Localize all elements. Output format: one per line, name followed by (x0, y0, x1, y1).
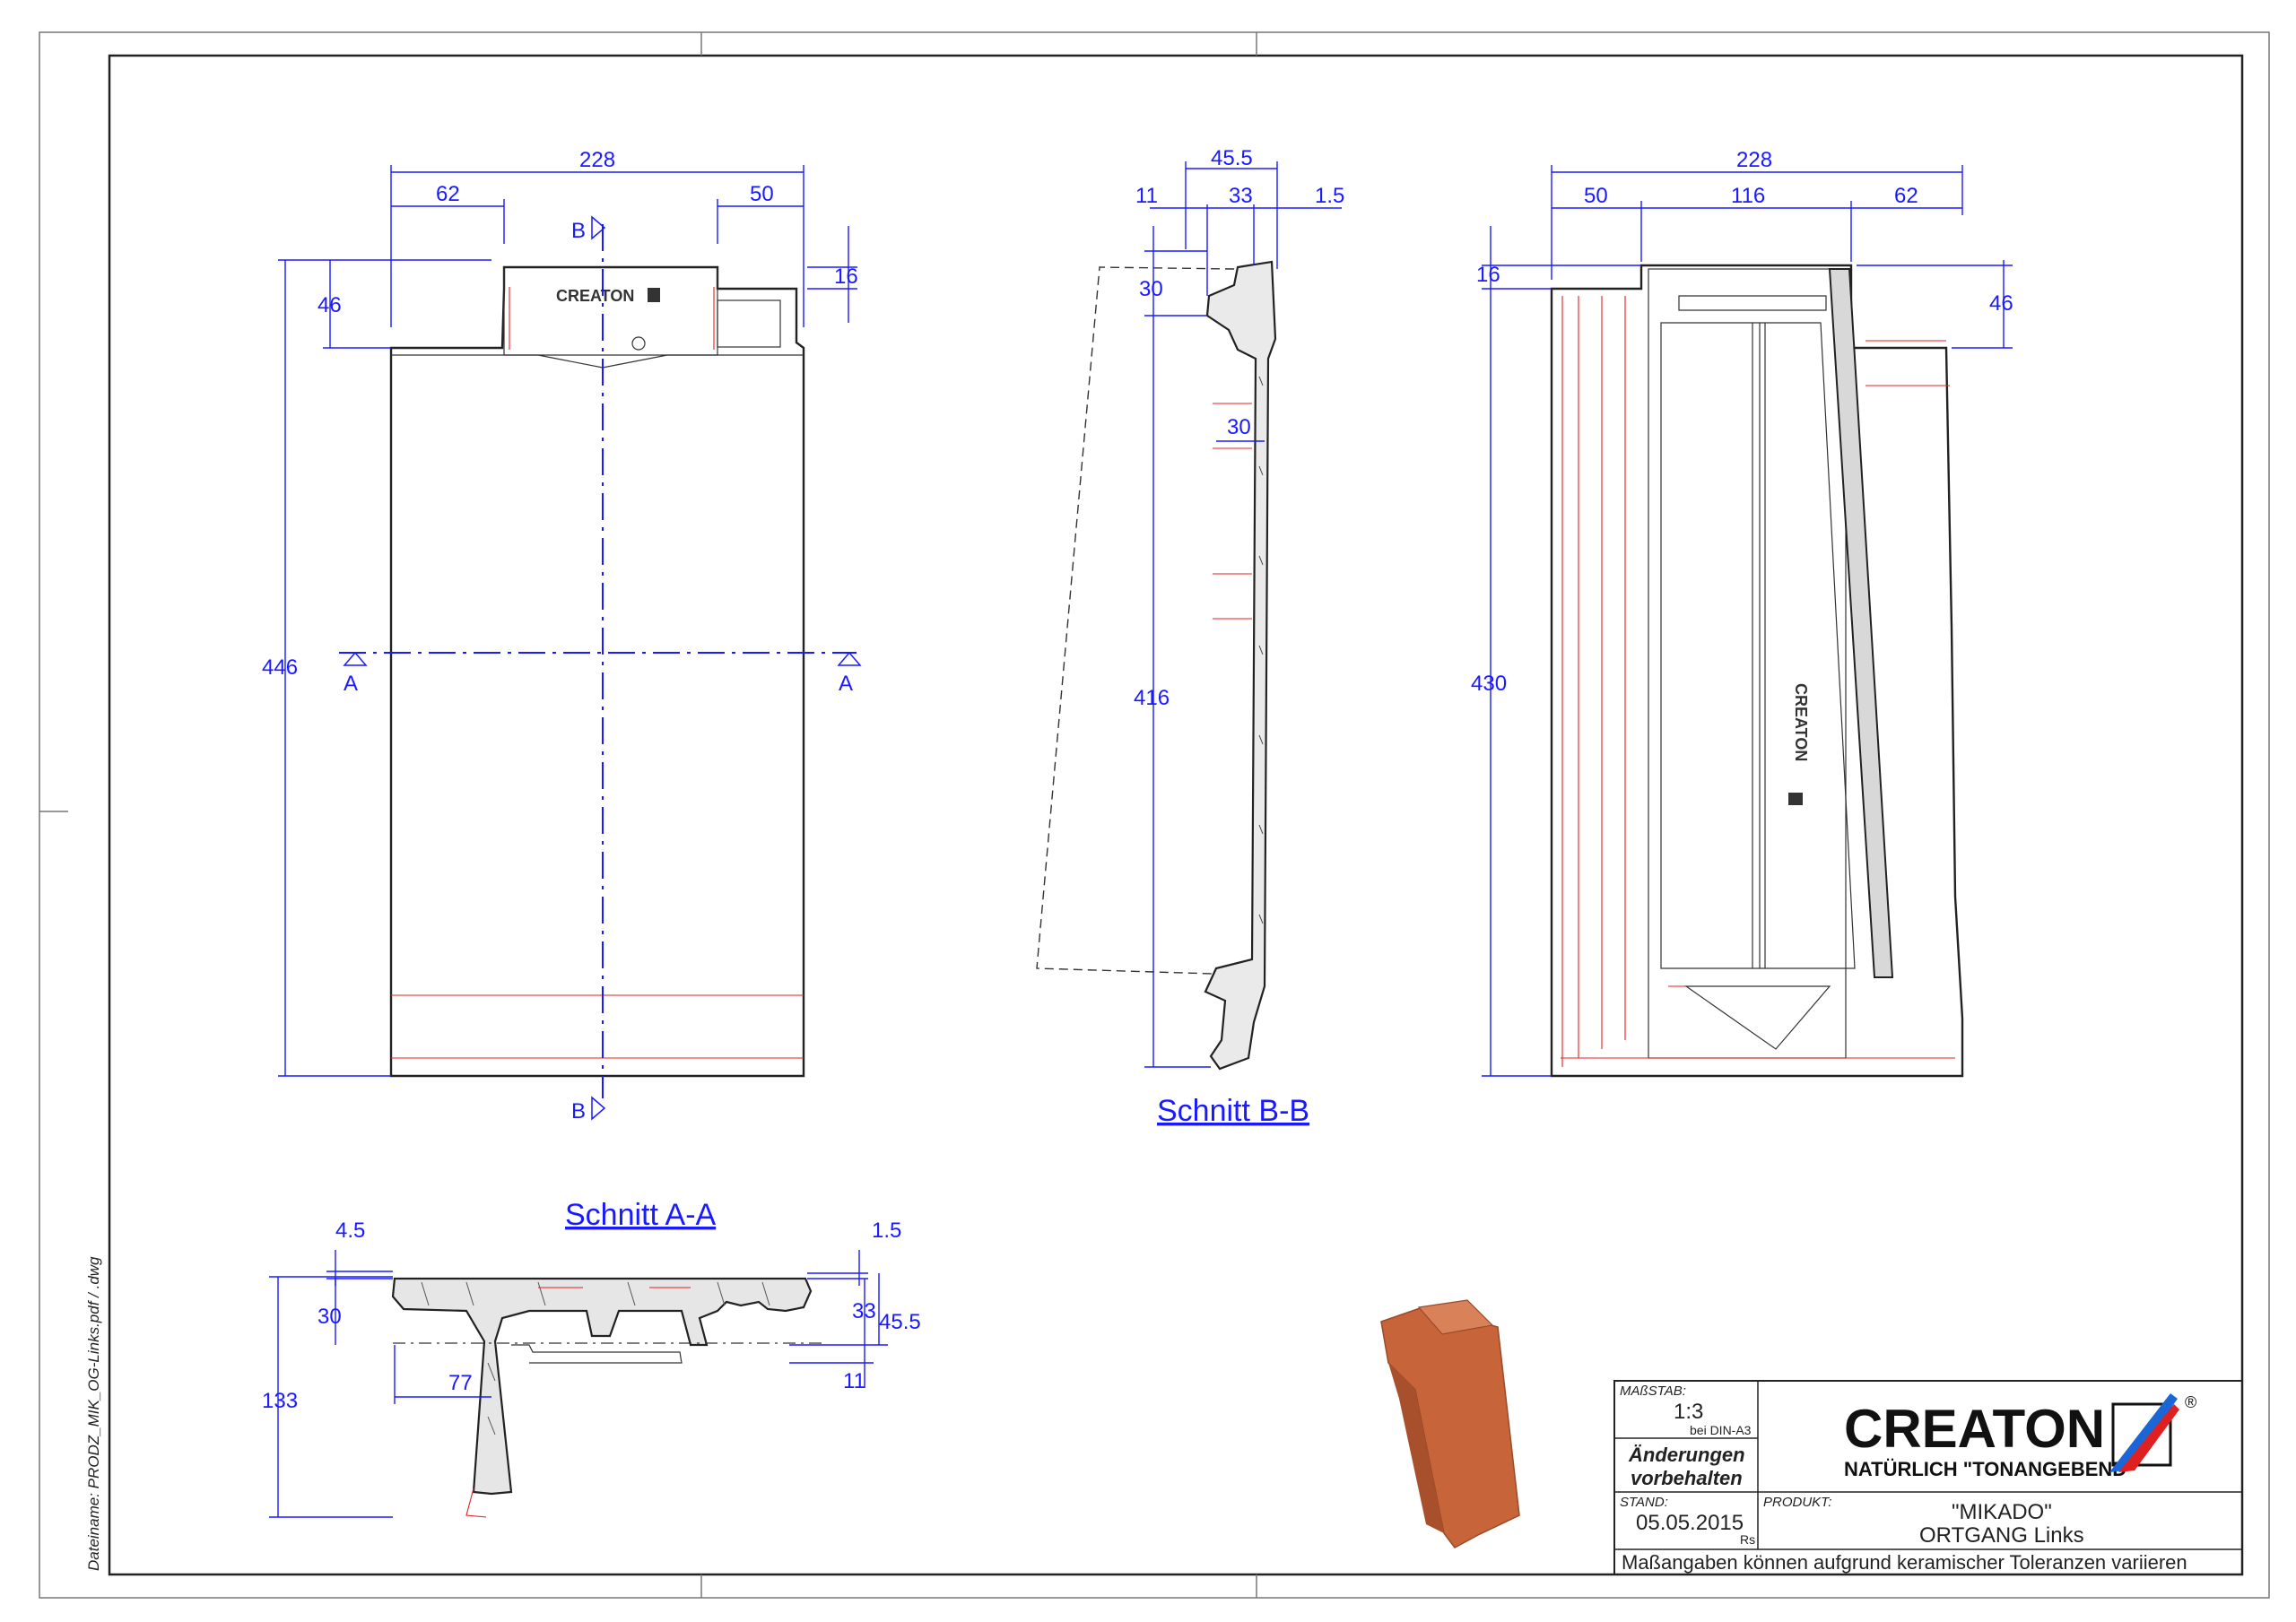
dim-aa-77: 77 (448, 1371, 473, 1395)
top-view-slot (717, 299, 781, 348)
tb-product-1: "MIKADO" (1952, 1500, 2052, 1524)
logo-mark (648, 288, 660, 302)
tb-brand: CREATON (1844, 1399, 2105, 1459)
tb-logo-swoosh (2118, 1404, 2179, 1472)
dim-bot-116: 116 (1731, 184, 1765, 208)
tb-slogan: NATÜRLICH "TONANGEBEND" (1844, 1458, 2136, 1480)
dim-bb-width: 45.5 (1211, 146, 1253, 170)
bottom-view-spine (1752, 323, 1761, 968)
section-mark-a-right: A (839, 672, 853, 696)
dim-bot-62: 62 (1894, 184, 1918, 208)
top-view-logo: CREATON (556, 287, 634, 305)
section-aa-view: Schnitt A-A 4.5 30 133 77 1.5 33 45.5 11 (262, 1198, 921, 1518)
tb-scale-note: bei DIN-A3 (1690, 1423, 1752, 1437)
section-aa-hatch (421, 1281, 770, 1436)
tile-body (1380, 1306, 1520, 1548)
section-mark-b-top: B (571, 219, 586, 243)
dim-aa-30: 30 (317, 1305, 342, 1329)
dim-bb-30: 30 (1139, 277, 1163, 301)
section-mark-a-left: A (344, 672, 358, 696)
bottom-view-outline (1550, 264, 1964, 1078)
bottom-view-logo: CREATON (1792, 683, 1810, 761)
bottom-view-triangle (1684, 985, 1831, 1050)
dim-bb-height: 416 (1134, 686, 1170, 710)
tb-registered: ® (2185, 1393, 2196, 1411)
section-mark-b-bottom: B (571, 1099, 586, 1123)
dim-aa-33: 33 (852, 1299, 876, 1323)
outer-frame (39, 31, 2270, 1599)
dim-aa-4-5: 4.5 (335, 1219, 365, 1243)
tb-product-2: ORTGANG Links (1919, 1523, 2084, 1548)
tb-scale-value: 1:3 (1674, 1400, 1703, 1424)
dim-bb-30-inner: 30 (1227, 415, 1251, 439)
bottom-view-red (1561, 296, 1955, 1067)
section-aa-underside (511, 1344, 683, 1364)
dim-top-46: 46 (317, 293, 342, 317)
dim-bot-50: 50 (1584, 184, 1608, 208)
section-bb-ribs (1213, 403, 1252, 620)
section-arrow (343, 651, 368, 666)
section-arrow (591, 1096, 606, 1121)
section-bb-view: 45.5 11 33 1.5 30 30 416 Schnitt B-B (1036, 146, 1344, 1128)
section-bb-hatch (1258, 376, 1264, 924)
section-bb-profile (1204, 260, 1277, 1071)
dim-aa-133: 133 (262, 1389, 298, 1413)
dim-aa-1-5: 1.5 (872, 1219, 901, 1243)
bottom-view-frame (1648, 268, 1847, 1059)
tile-head (1417, 1299, 1494, 1335)
dim-top-16: 16 (834, 265, 858, 289)
section-aa-red (465, 1287, 691, 1518)
tb-changes-2: vorbehalten (1631, 1467, 1743, 1489)
tb-stand-label: STAND: (1620, 1495, 1668, 1510)
filename-label: Dateiname: PRODZ_MIK_OG-Links.pdf / .dwg (85, 1256, 102, 1571)
section-bb-title: Schnitt B-B (1157, 1094, 1309, 1128)
tb-stand-initials: Rs (1740, 1532, 1755, 1547)
tb-logo-swoosh (2109, 1393, 2178, 1472)
top-view-nose (503, 269, 718, 369)
dim-bot-height: 430 (1471, 672, 1507, 696)
section-arrow (591, 215, 606, 240)
section-aa-title: Schnitt A-A (565, 1198, 717, 1232)
dim-bot-16: 16 (1476, 263, 1500, 287)
dim-aa-11: 11 (843, 1369, 865, 1393)
dim-top-height: 446 (262, 655, 298, 680)
section-arrow (837, 651, 862, 666)
tile-illustration (1380, 1299, 1520, 1548)
tb-stand-value: 05.05.2015 (1636, 1511, 1744, 1535)
section-bb-dashed (1036, 266, 1235, 975)
dim-top-width: 228 (579, 148, 615, 172)
top-view-nail-hole (631, 336, 646, 351)
inner-frame (108, 54, 2244, 1576)
tb-changes-1: Änderungen (1628, 1444, 1745, 1466)
tile-shade (1388, 1363, 1444, 1533)
section-aa-profile (391, 1277, 813, 1496)
top-view-outline (389, 265, 805, 1078)
top-view: CREATON B B A A 228 62 50 446 46 16 (262, 148, 862, 1123)
bottom-view: CREATON 228 50 116 62 16 430 46 (1471, 148, 2013, 1078)
dim-bb-33: 33 (1229, 184, 1253, 208)
dim-bot-46: 46 (1989, 291, 2013, 316)
dim-bb-11: 11 (1135, 184, 1158, 208)
title-block-frame (1613, 1380, 2243, 1575)
bottom-view-ribs (1660, 295, 1856, 969)
tb-product-label: PRODUKT: (1763, 1495, 1831, 1510)
dim-bb-1-5: 1.5 (1315, 184, 1344, 208)
tb-logo-box (2111, 1402, 2172, 1467)
tb-footer-note: Maßangaben können aufgrund keramischer T… (1622, 1551, 2187, 1574)
dim-top-left: 62 (436, 182, 460, 206)
dim-top-right: 50 (750, 182, 774, 206)
bottom-view-rail (1828, 268, 1894, 978)
title-block: MAßSTAB: 1:3 bei DIN-A3 Änderungen vorbe… (1613, 1380, 2243, 1575)
tb-scale-label: MAßSTAB: (1620, 1383, 1686, 1399)
dim-aa-45-5: 45.5 (879, 1310, 921, 1334)
logo-mark (1788, 793, 1803, 805)
dim-bot-width: 228 (1736, 148, 1772, 172)
